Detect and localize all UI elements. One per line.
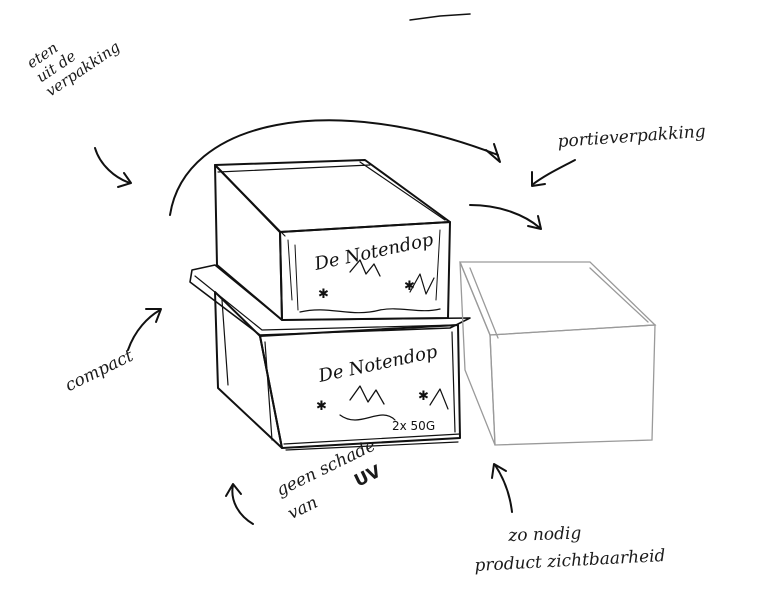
sleeve	[190, 265, 470, 335]
bottom-box-left-face	[215, 292, 282, 448]
zo-nodig-note: zo nodig	[508, 523, 582, 546]
compact-arrow	[128, 310, 160, 350]
top-scribble	[410, 14, 470, 20]
top-box-brand-group: De Notendop ✱ ✱	[312, 229, 436, 302]
nut-icon: ✱	[404, 279, 415, 294]
curved-arrow	[170, 120, 498, 215]
nut-icon: ✱	[418, 389, 429, 404]
nut-icon: ✱	[318, 287, 329, 302]
faint-box	[460, 262, 655, 445]
top-box-left-face	[215, 165, 282, 320]
eten-arrow	[95, 148, 130, 183]
portie-arrow	[532, 160, 575, 185]
schade-arrow	[232, 485, 253, 524]
zo-nodig-arrow	[495, 465, 512, 512]
bottom-box-brand-group: De Notendop ✱ ✱ 2x 50G	[316, 341, 440, 433]
faint-box-arrow	[470, 205, 540, 228]
weight-label: 2x 50G	[392, 419, 435, 433]
bottom-box-brand: De Notendop	[316, 341, 440, 387]
top-box-brand: De Notendop	[312, 229, 436, 275]
nut-icon: ✱	[316, 399, 327, 414]
schade-arrow-head	[226, 484, 241, 496]
